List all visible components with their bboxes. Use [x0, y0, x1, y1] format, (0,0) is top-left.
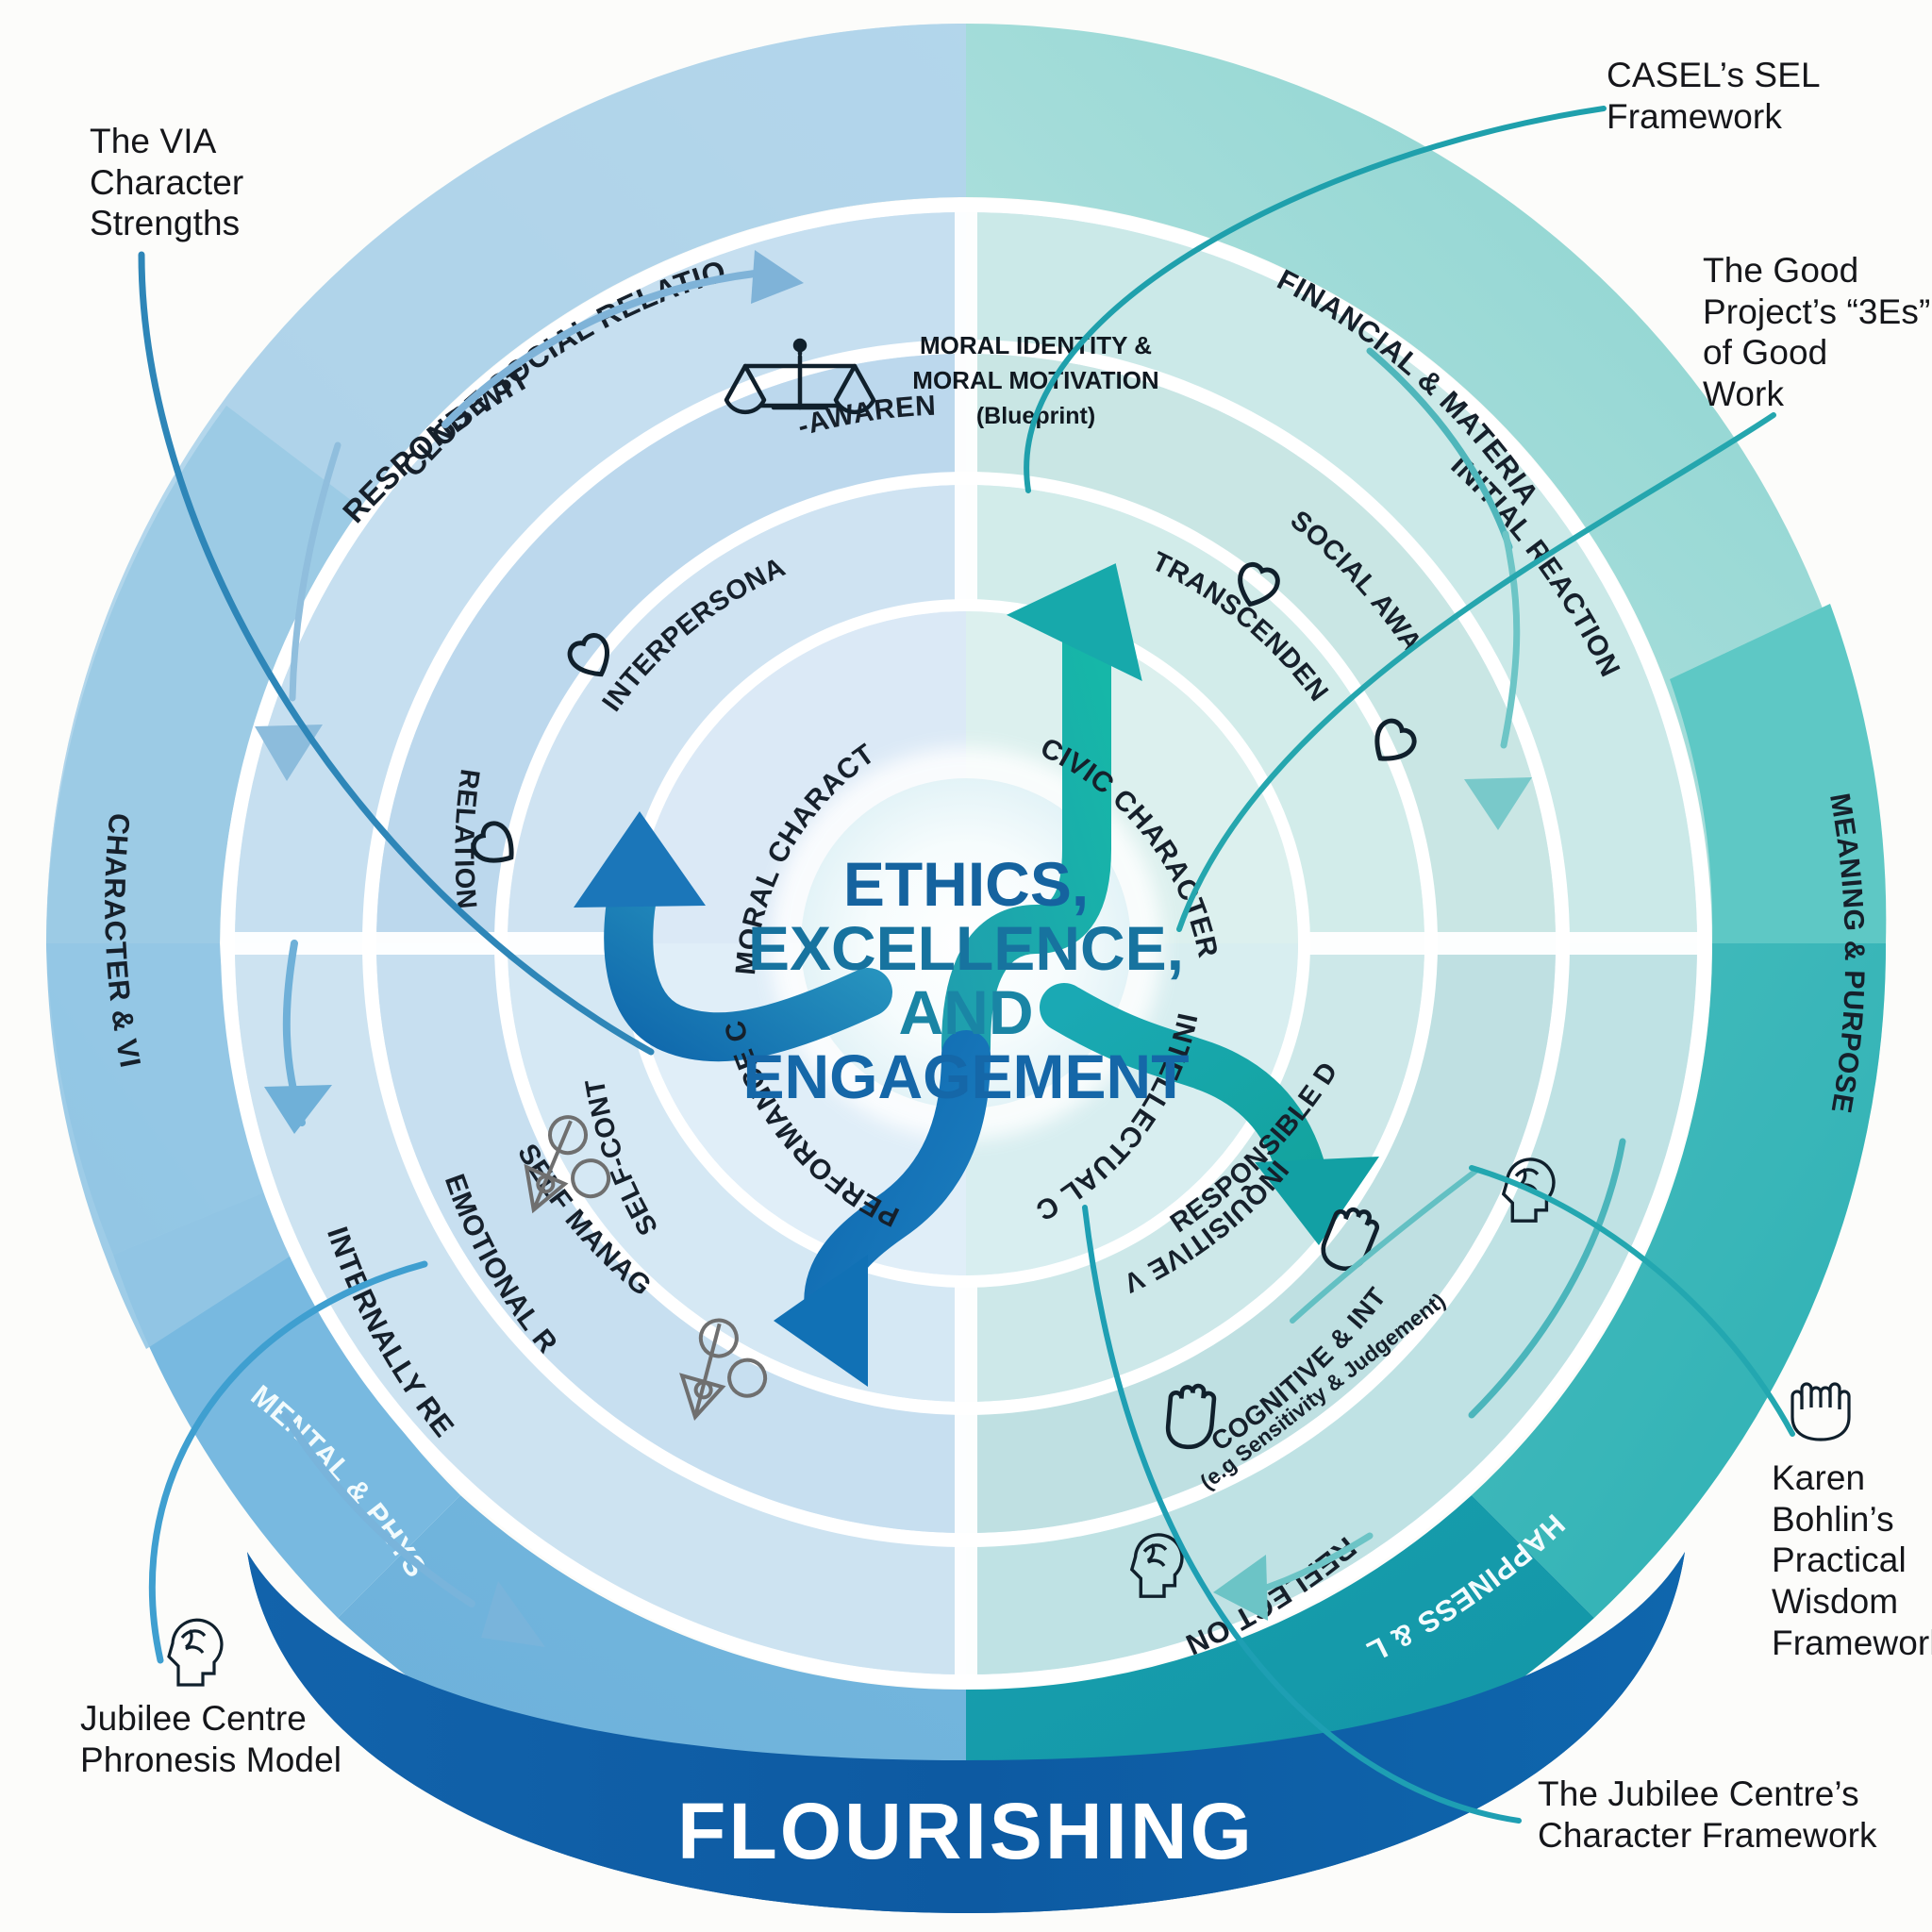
callout-connectors [138, 106, 1795, 1824]
arrowhead-right-teal [1255, 1157, 1379, 1245]
arrow-bottom-blue [804, 1030, 991, 1341]
ring-icons [471, 561, 1556, 1598]
connector-jubilee-character [1082, 1205, 1522, 1824]
ring-flow-arrows [255, 250, 1626, 1647]
arrow-right-teal [1040, 983, 1328, 1204]
brain-head-icon-jubilee-callout [167, 1618, 224, 1687]
core-line-1: ETHICS, [843, 849, 1089, 919]
connector-jubilee-phronesis [148, 1260, 428, 1664]
arrowhead-left-blue [574, 811, 706, 908]
callout-via-character-strengths[interactable]: The VIA Character Strengths [90, 122, 244, 243]
arrowhead-bottom-blue [774, 1255, 868, 1387]
hands-care-icon-karen-callout [1790, 1382, 1851, 1441]
callout-good-project-3es[interactable]: The Good Project’s “3Es” of Good Work [1703, 251, 1931, 413]
callout-casel-sel-framework[interactable]: CASEL’s SEL Framework [1607, 56, 1821, 136]
arrowhead-top-teal [1006, 563, 1142, 682]
connector-good-project [1176, 412, 1776, 932]
blueprint-label-group[interactable]: MORAL IDENTITY & MORAL MOTIVATION (Bluep… [724, 331, 1159, 429]
hand-icon-lower [1165, 1383, 1217, 1450]
callout-jubilee-phronesis-model[interactable]: Jubilee Centre Phronesis Model [80, 1699, 342, 1779]
heart-icon-social-awareness-lower [1374, 718, 1417, 761]
central-cycle-arrows [574, 563, 1379, 1387]
balance-faces-icon-lower [679, 1318, 768, 1421]
connector-casel-sel [1024, 106, 1607, 493]
flourishing-band[interactable]: FLOURISHING [247, 1552, 1685, 1932]
heart-icon-relationship-skills-lower [471, 821, 514, 863]
connector-via-character-strengths [138, 251, 655, 1056]
flourishing-label: FLOURISHING [677, 1787, 1255, 1875]
core-line-2: EXCELLENCE, [748, 913, 1184, 983]
outer-segment-meaning-purpose[interactable] [1472, 943, 1887, 1618]
arrow-top-teal [941, 598, 1111, 1072]
core-title-group: ETHICS, EXCELLENCE, AND ENGAGEMENT [742, 849, 1189, 1111]
heart-icon-relationship-skills-upper [567, 633, 609, 677]
scales-icon [724, 338, 876, 415]
callout-karen-bohlin-framework[interactable]: Karen Bohlin’s Practical Wisdom Framewor… [1772, 1458, 1932, 1662]
connector-karen-bohlin [1469, 1165, 1795, 1437]
core-line-3: AND [899, 977, 1034, 1047]
balance-faces-icon-upper [524, 1115, 611, 1214]
callout-jubilee-character-framework[interactable]: The Jubilee Centre’s Character Framework [1538, 1774, 1877, 1855]
heart-icon-social-awareness-upper [1238, 561, 1280, 608]
hand-icon-upper [1321, 1207, 1379, 1271]
blueprint-line-2: MORAL MOTIVATION [912, 366, 1158, 394]
outer-wellbeing-ring [46, 24, 1887, 1864]
core-line-4: ENGAGEMENT [742, 1041, 1189, 1111]
arrow-left-blue [604, 862, 892, 1062]
blueprint-line-1: MORAL IDENTITY & [920, 331, 1152, 359]
